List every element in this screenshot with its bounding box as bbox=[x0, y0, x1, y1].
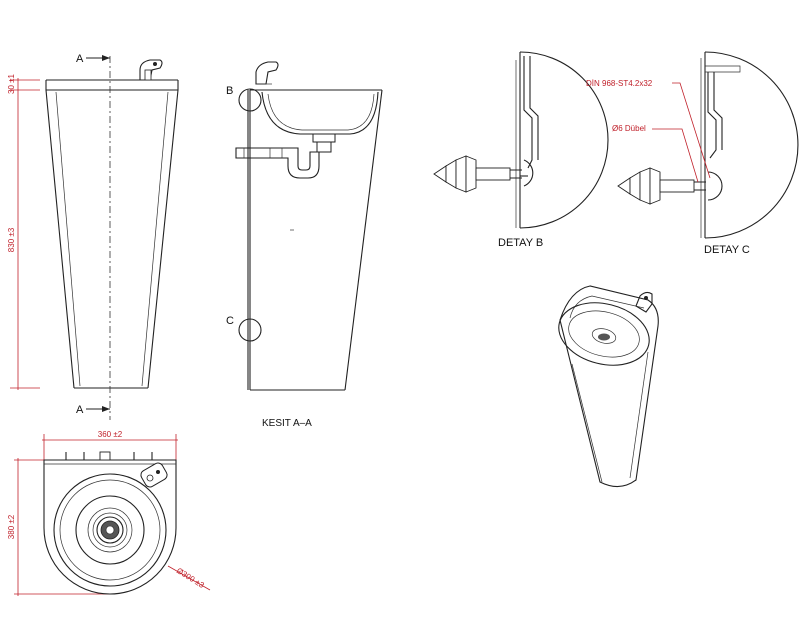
faucet-icon bbox=[139, 59, 163, 81]
dim-bowl-diameter: Ø300 ±3 bbox=[175, 566, 206, 590]
section-mark-c: C bbox=[226, 315, 234, 327]
top-view: 360 ±2 380 ±2 Ø300 ±3 bbox=[7, 430, 211, 596]
section-mark-b: B bbox=[226, 85, 233, 97]
detail-b-label: DETAY B bbox=[498, 237, 543, 249]
dowel-b bbox=[433, 155, 522, 193]
callout-screw: DİN 968-ST4.2x32 bbox=[586, 79, 653, 88]
top-faucet-icon bbox=[140, 462, 168, 488]
dim-width: 360 ±2 bbox=[98, 430, 123, 439]
detail-b: DETAY B bbox=[433, 51, 609, 249]
section-mark-a-bottom: A bbox=[76, 404, 84, 416]
dim-height: 830 ±3 bbox=[7, 227, 16, 252]
isometric-view bbox=[558, 285, 659, 488]
front-view: 30 ±1 830 ±3 A A bbox=[7, 53, 179, 420]
callout-dowel: Ø6 Dübel bbox=[612, 124, 646, 133]
section-title: KESIT A–A bbox=[262, 418, 312, 429]
section-view: B C KESIT A–A bbox=[226, 61, 383, 429]
detail-c-label: DETAY C bbox=[704, 244, 750, 256]
section-faucet-icon bbox=[255, 61, 279, 85]
iso-faucet-icon bbox=[635, 291, 653, 313]
detail-c: DİN 968-ST4.2x32 Ø6 Dübel DETAY C bbox=[586, 51, 799, 256]
dim-depth: 380 ±2 bbox=[7, 514, 16, 539]
dowel-c bbox=[617, 167, 706, 205]
section-mark-a-top: A bbox=[76, 53, 84, 65]
dim-top-thickness: 30 ±1 bbox=[7, 73, 16, 94]
drain-trap bbox=[235, 133, 336, 179]
